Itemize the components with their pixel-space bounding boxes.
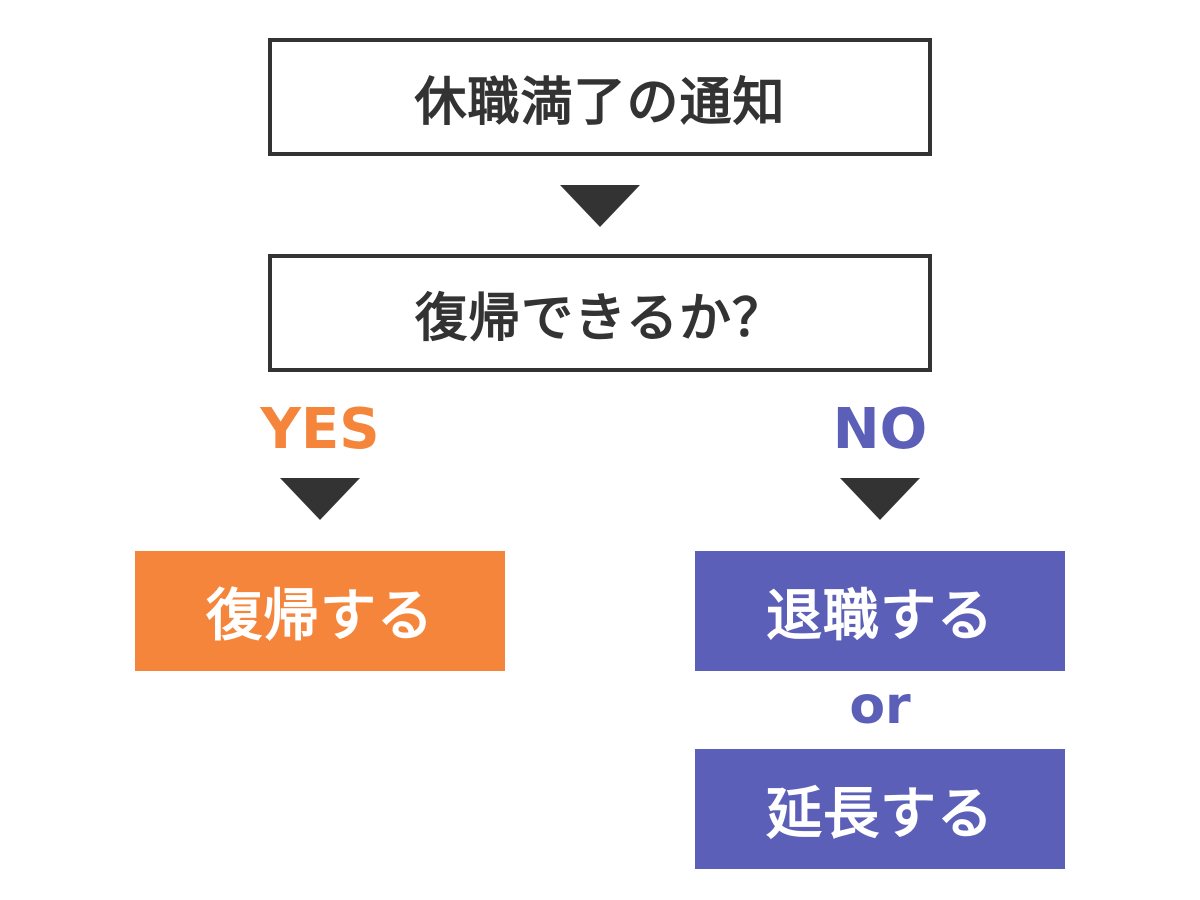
return-box: 復帰する xyxy=(135,551,505,671)
return-label: 復帰する xyxy=(206,583,434,649)
question-label: 復帰できるか？ xyxy=(415,288,785,349)
question-box: 復帰できるか？ xyxy=(268,254,932,372)
yes-arrow-down-icon xyxy=(280,478,360,520)
no-arrow-down-icon xyxy=(840,478,920,520)
or-label: or xyxy=(849,676,911,736)
no-label: NO xyxy=(832,397,928,462)
notice-label: 休職満了の通知 xyxy=(414,72,786,133)
yes-label: YES xyxy=(260,397,380,462)
arrow-down-icon xyxy=(560,185,640,227)
resign-label: 退職する xyxy=(766,583,994,649)
notice-box: 休職満了の通知 xyxy=(268,38,932,156)
extend-box: 延長する xyxy=(695,749,1065,869)
extend-label: 延長する xyxy=(766,781,994,847)
resign-box: 退職する xyxy=(695,551,1065,671)
